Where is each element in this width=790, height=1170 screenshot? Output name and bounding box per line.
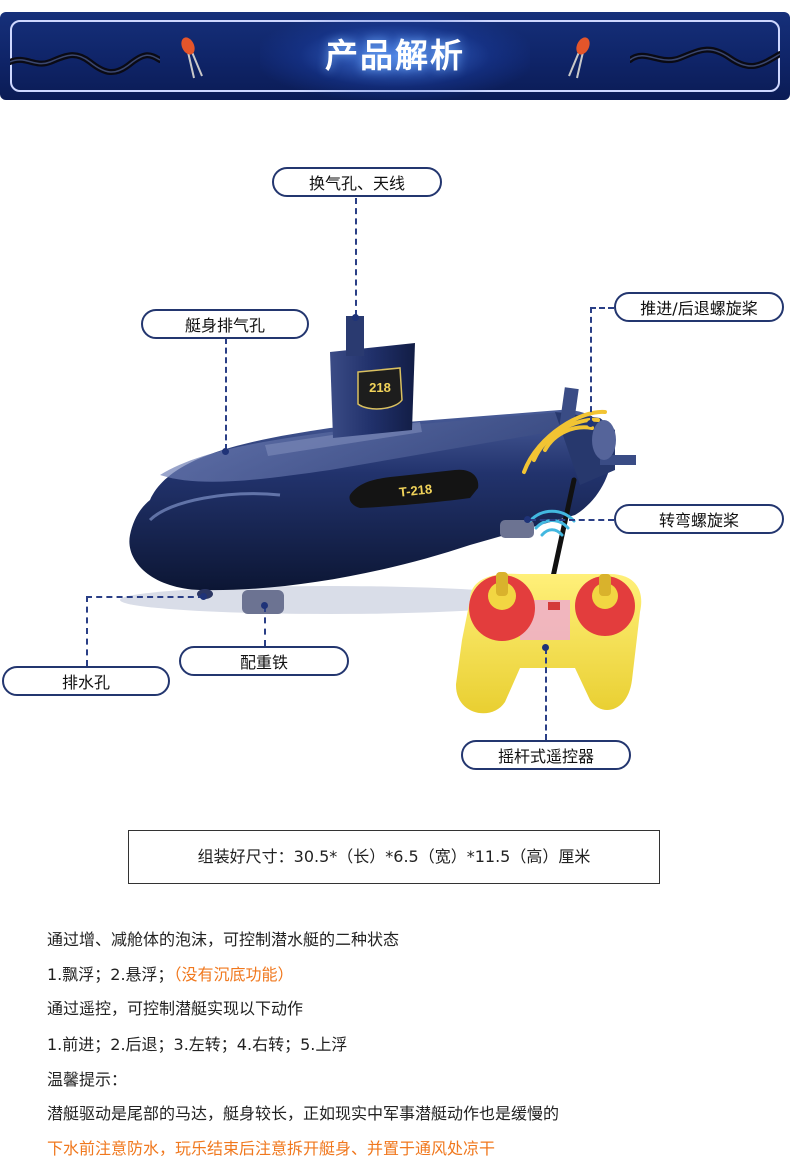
resistor-icon — [181, 37, 203, 79]
wire-icon — [10, 52, 160, 75]
desc-line-3: 通过遥控，可控制潜艇实现以下动作 — [47, 999, 304, 1018]
leader-line — [86, 596, 88, 666]
leader-dot — [200, 593, 207, 600]
leader-line — [86, 596, 204, 598]
leader-line — [545, 648, 547, 740]
leader-dot — [542, 644, 549, 651]
hull-label: T-218 — [398, 481, 433, 499]
wire-icon — [630, 46, 780, 70]
right-joystick-stick — [599, 574, 611, 596]
callout-drain-hole: 排水孔 — [2, 666, 170, 696]
callout-propeller: 推进/后退螺旋桨 — [614, 292, 784, 322]
power-switch — [548, 602, 560, 610]
leader-line — [225, 338, 227, 450]
hull-shine — [148, 492, 281, 522]
leader-line — [590, 307, 592, 422]
desc-line-1: 通过增、减舱体的泡沫，可控制潜水艇的二种状态 — [47, 930, 400, 949]
leader-dot — [222, 448, 229, 455]
leader-dot — [352, 314, 359, 321]
desc-line-5: 温馨提示： — [47, 1070, 128, 1089]
desc-line-6: 潜艇驱动是尾部的马达，艇身较长，正如现实中军事潜艇动作也是缓慢的 — [47, 1104, 560, 1123]
leader-line — [355, 198, 357, 316]
leader-dot — [587, 420, 594, 427]
assembled-size-box: 组装好尺寸：30.5*（长）*6.5（宽）*11.5（高）厘米 — [128, 830, 660, 884]
leader-dot — [261, 602, 268, 609]
callout-hull-exhaust: 艇身排气孔 — [141, 309, 309, 339]
leader-dot — [524, 516, 531, 523]
propeller-hub — [592, 420, 616, 460]
hull-nameplate: T-218 — [349, 469, 479, 508]
resistor-icon — [568, 37, 590, 79]
submarine: 218 T-218 — [129, 316, 636, 614]
leader-line — [590, 307, 614, 309]
desc-line-2: 1.飘浮；2.悬浮；（没有沉底功能） — [47, 961, 294, 985]
periscope-mast — [346, 316, 364, 356]
left-joystick-stick — [496, 572, 508, 596]
desc-line-7-warning: 下水前注意防水，玩乐结束后注意拆开艇身、并置于通风处凉干 — [47, 1139, 496, 1158]
tail-fin-side — [600, 455, 636, 465]
hull-shadow — [120, 586, 540, 614]
banner-glow — [260, 12, 530, 100]
leader-line — [264, 606, 266, 646]
tower-badge: 218 — [357, 367, 403, 410]
desc-no-sink-note: （没有沉底功能） — [173, 965, 294, 984]
submarine-deck — [160, 412, 590, 482]
callout-turn-propeller: 转弯螺旋桨 — [614, 504, 784, 534]
callout-vent-antenna: 换气孔、天线 — [272, 167, 442, 197]
product-illustration: 218 T-218 — [120, 316, 642, 714]
counterweight-back — [500, 520, 534, 538]
callout-counterweight: 配重铁 — [179, 646, 349, 676]
remote-controller — [455, 572, 642, 714]
desc-states: 1.飘浮；2.悬浮； — [47, 965, 174, 984]
desc-line-4: 1.前进；2.后退；3.左转；4.右转；5.上浮 — [47, 1035, 348, 1054]
leader-line — [530, 519, 614, 521]
banner-title: 产品解析 — [325, 36, 465, 75]
header-banner: 产品解析 — [0, 12, 790, 100]
callout-controller: 摇杆式遥控器 — [461, 740, 631, 770]
tower-number: 218 — [369, 380, 391, 395]
